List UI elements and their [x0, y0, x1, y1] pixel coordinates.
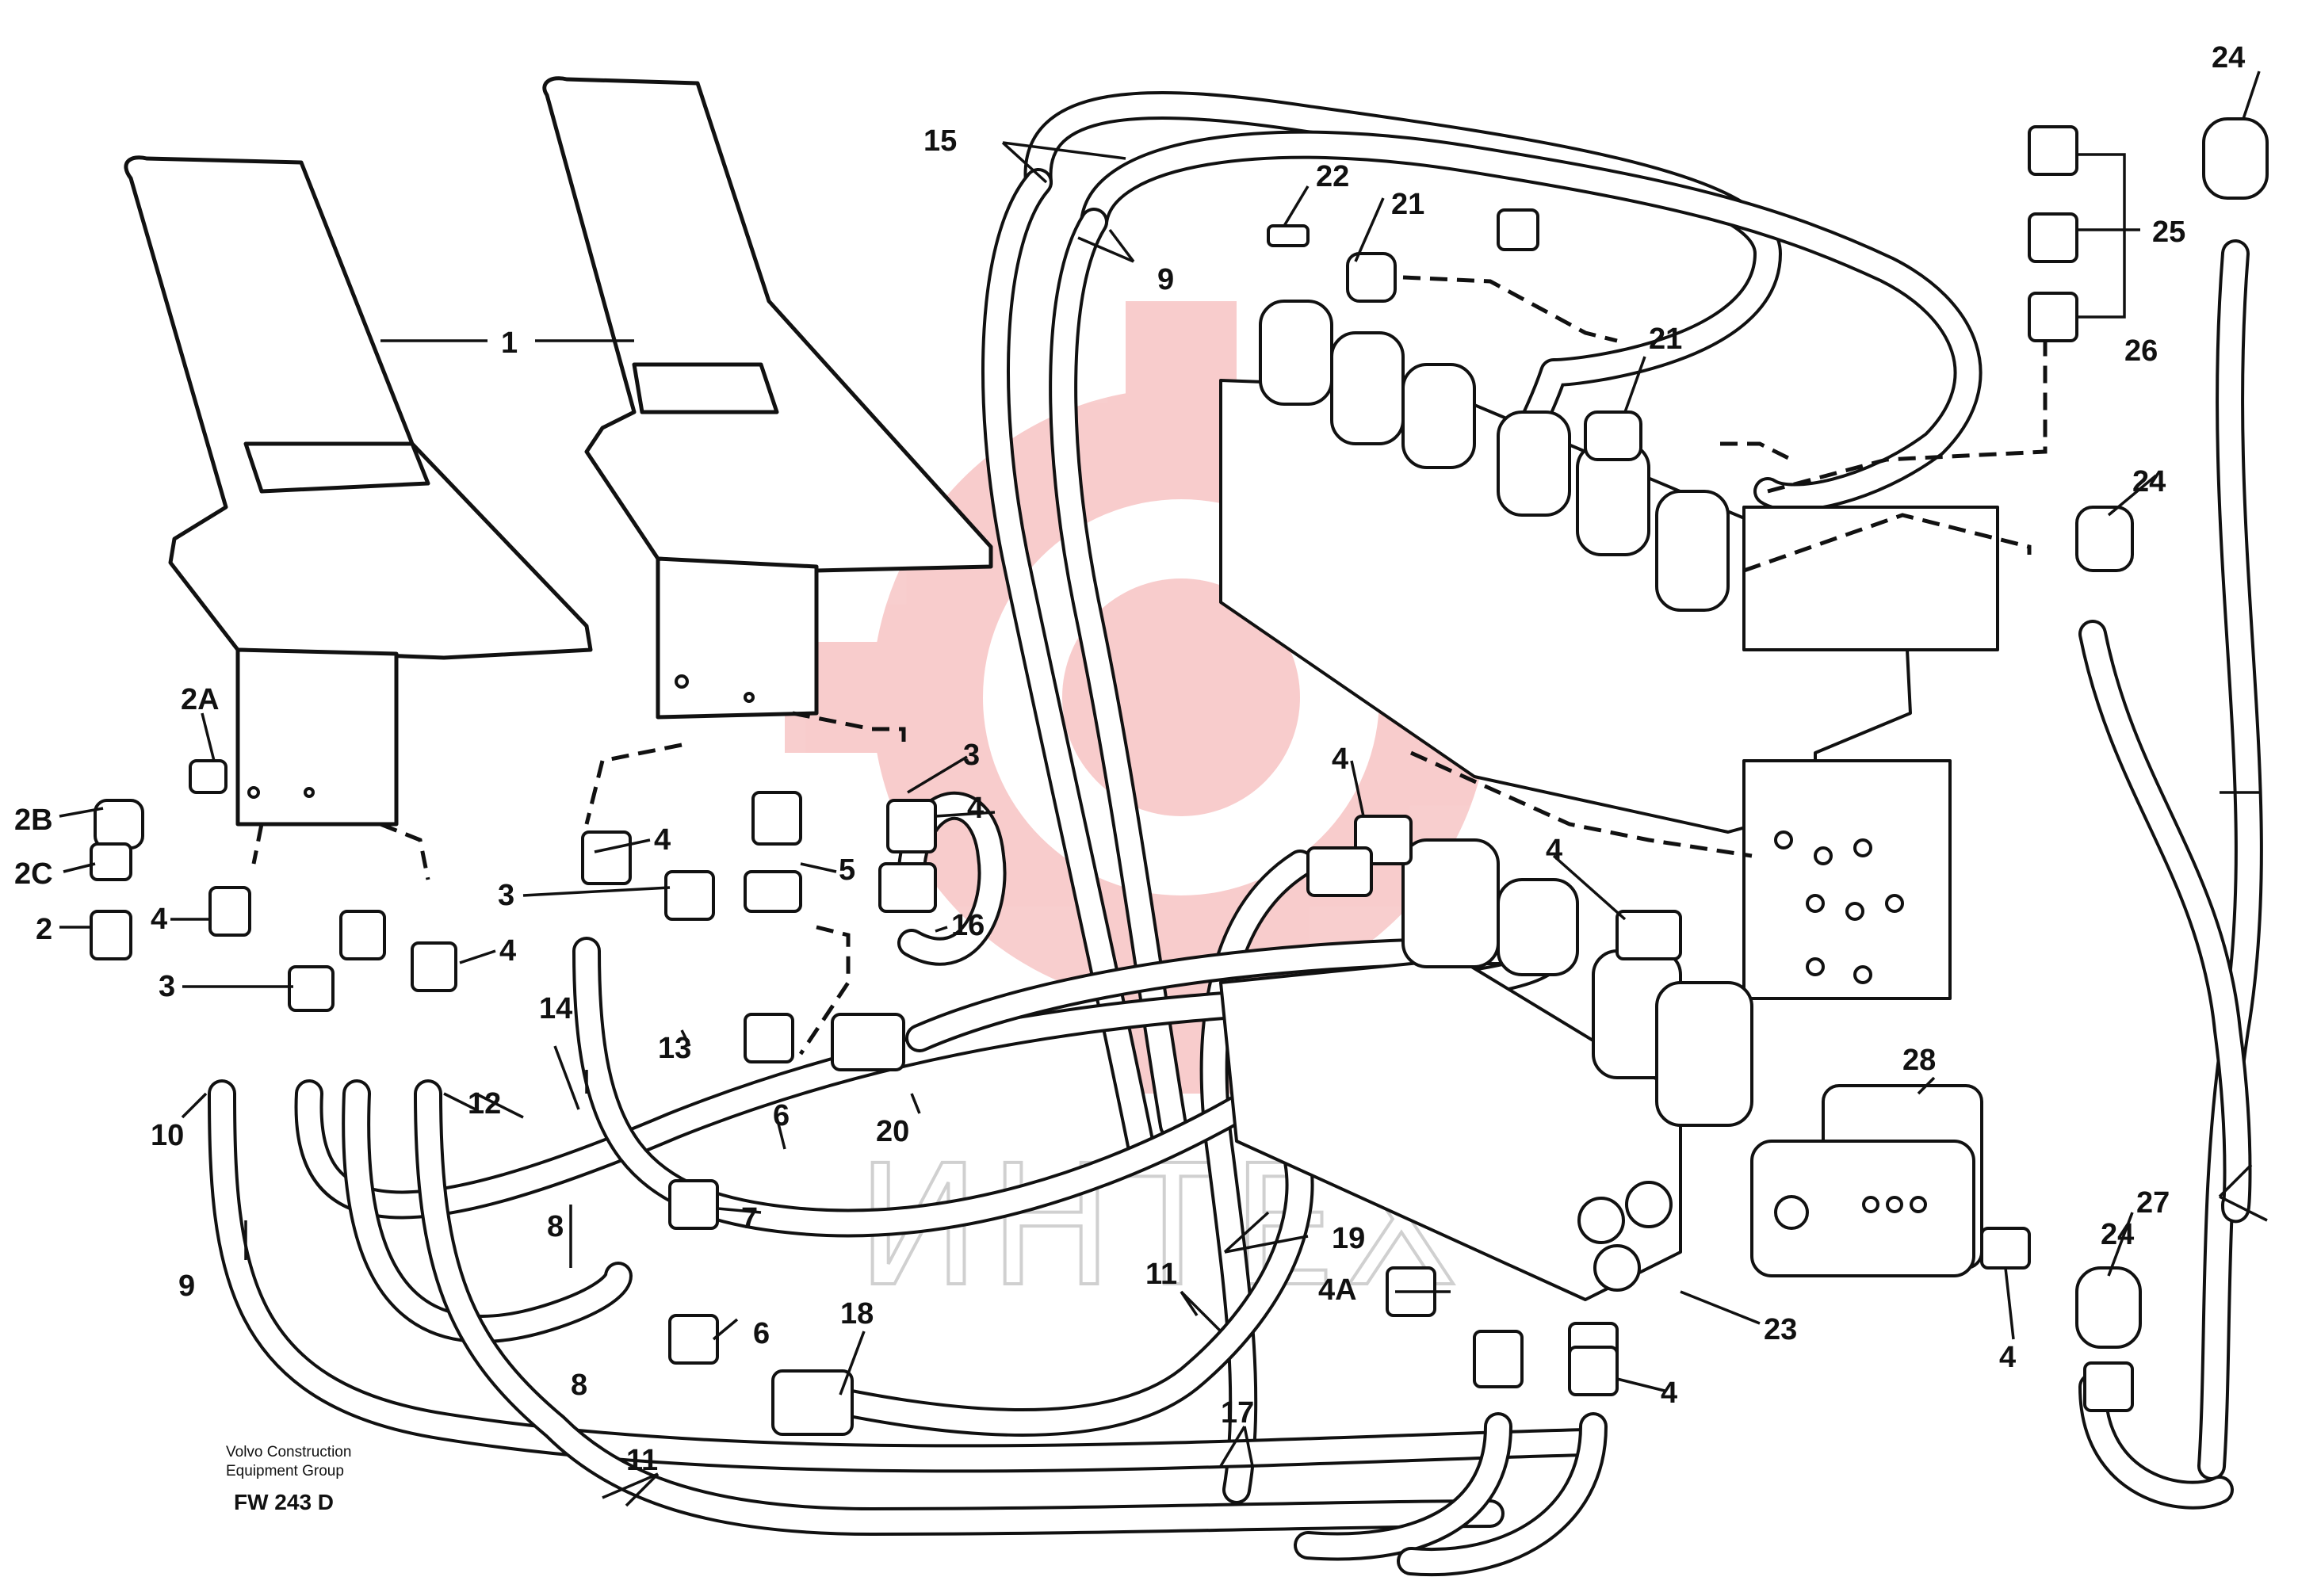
credit-line-1: Volvo Construction: [226, 1444, 351, 1460]
callout-22: 22: [1316, 160, 1349, 193]
callout-21-top: 21: [1391, 188, 1424, 221]
pressure-switch-28: [1750, 1084, 1983, 1277]
callout-20: 20: [876, 1115, 909, 1148]
callout-24-top: 24: [2212, 41, 2245, 74]
callout-4a: 4A: [1318, 1273, 1357, 1307]
drawing-code: FW 243 D: [234, 1490, 334, 1514]
callout-4-switch: 4: [1999, 1341, 2016, 1374]
callout-17: 17: [1221, 1396, 1254, 1430]
callout-24-mid: 24: [2132, 465, 2166, 498]
callout-4-right: 4: [967, 792, 984, 825]
control-valve-block: [1219, 300, 1999, 1000]
callout-26: 26: [2124, 334, 2158, 368]
callout-8-upper: 8: [547, 1210, 564, 1243]
callout-4-lower: 4: [499, 934, 516, 968]
callout-18: 18: [840, 1297, 874, 1331]
callout-27: 27: [2136, 1186, 2170, 1220]
callout-2: 2: [36, 913, 52, 946]
callout-4-left: 4: [151, 903, 167, 936]
callout-21-mid: 21: [1649, 323, 1682, 356]
callout-25: 25: [2152, 216, 2185, 249]
lower-valve-block: [1219, 838, 1753, 1301]
callout-24-bottom: 24: [2101, 1218, 2134, 1251]
callout-11-bottom: 11: [626, 1444, 658, 1477]
callout-10: 10: [151, 1119, 184, 1152]
callout-1: 1: [501, 326, 518, 360]
callout-3-left: 3: [159, 970, 175, 1003]
credit-block: Volvo Construction Equipment Group FW 24…: [226, 1444, 351, 1514]
callout-3-top: 3: [963, 739, 980, 772]
valve-ports: [1774, 830, 1904, 984]
callout-28: 28: [1902, 1044, 1936, 1077]
callout-labels: 1 2A 2B 2C 2 3 3 3 4 4 4 4 4 4 4 4 4A 5 …: [14, 41, 2245, 1477]
callout-13: 13: [658, 1032, 691, 1065]
callout-14: 14: [539, 992, 572, 1025]
callout-4-port: 4: [1546, 834, 1562, 867]
callout-4-center: 4: [654, 823, 671, 857]
leader-lines: [59, 71, 2268, 1507]
callout-9-top: 9: [1157, 263, 1174, 296]
pedal-left: [124, 155, 593, 827]
callout-5: 5: [839, 853, 855, 887]
dashed-lines: [251, 275, 2048, 1056]
callout-23: 23: [1764, 1313, 1797, 1346]
callout-4-valve: 4: [1332, 743, 1348, 776]
callout-19: 19: [1332, 1222, 1365, 1255]
callout-2a: 2A: [181, 683, 220, 716]
callout-6-lower: 6: [753, 1317, 770, 1350]
credit-line-2: Equipment Group: [226, 1463, 344, 1480]
callout-9-left: 9: [178, 1270, 195, 1303]
callout-2b: 2B: [14, 804, 53, 837]
callout-11-right: 11: [1145, 1258, 1177, 1291]
callout-7: 7: [741, 1202, 758, 1235]
callout-12: 12: [468, 1087, 501, 1121]
callout-2c: 2C: [14, 857, 53, 891]
callout-15: 15: [923, 124, 957, 158]
callout-16: 16: [951, 909, 985, 942]
callout-8-lower: 8: [571, 1369, 587, 1402]
pedal-right: [542, 76, 993, 720]
callout-3-mid: 3: [498, 879, 514, 912]
fittings: [90, 117, 2269, 1436]
callout-6-upper: 6: [773, 1099, 790, 1132]
callout-4-bottom: 4: [1661, 1376, 1677, 1410]
